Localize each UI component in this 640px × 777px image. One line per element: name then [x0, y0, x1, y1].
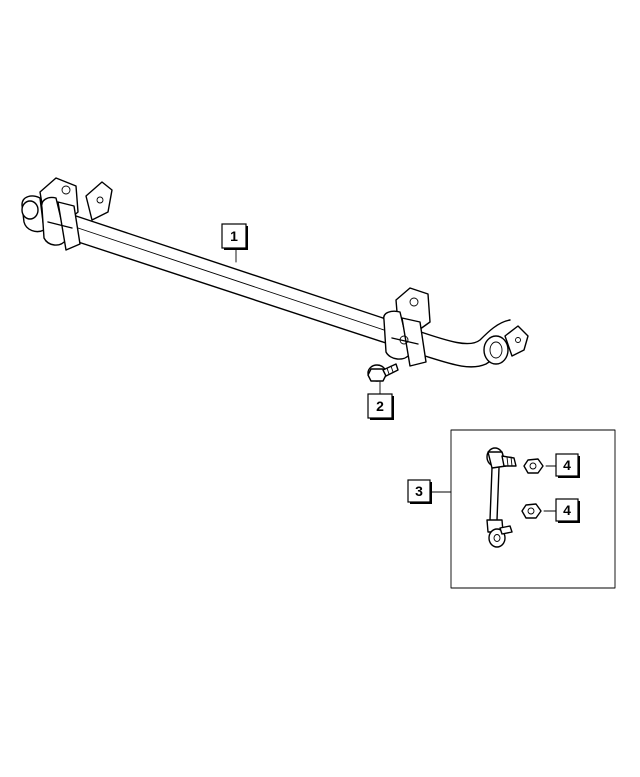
callout-4-upper-label: 4: [563, 457, 571, 473]
callout-4-lower: 4: [555, 498, 580, 523]
stabilizer-bar: [21, 177, 529, 368]
callout-2-label: 2: [376, 398, 384, 414]
callout-3-label: 3: [415, 483, 423, 499]
callout-3: 3: [407, 479, 432, 504]
callout-2: 2: [367, 393, 394, 420]
callout-4-upper: 4: [555, 453, 580, 478]
callout-4-lower-label: 4: [563, 502, 571, 518]
link-kit-frame: [450, 429, 616, 589]
nut-upper: [523, 458, 544, 474]
callout-1: 1: [221, 223, 248, 250]
nut-lower: [521, 503, 542, 519]
bolt: [367, 363, 399, 382]
callout-1-label: 1: [230, 228, 238, 244]
stabilizer-link: [486, 447, 517, 548]
